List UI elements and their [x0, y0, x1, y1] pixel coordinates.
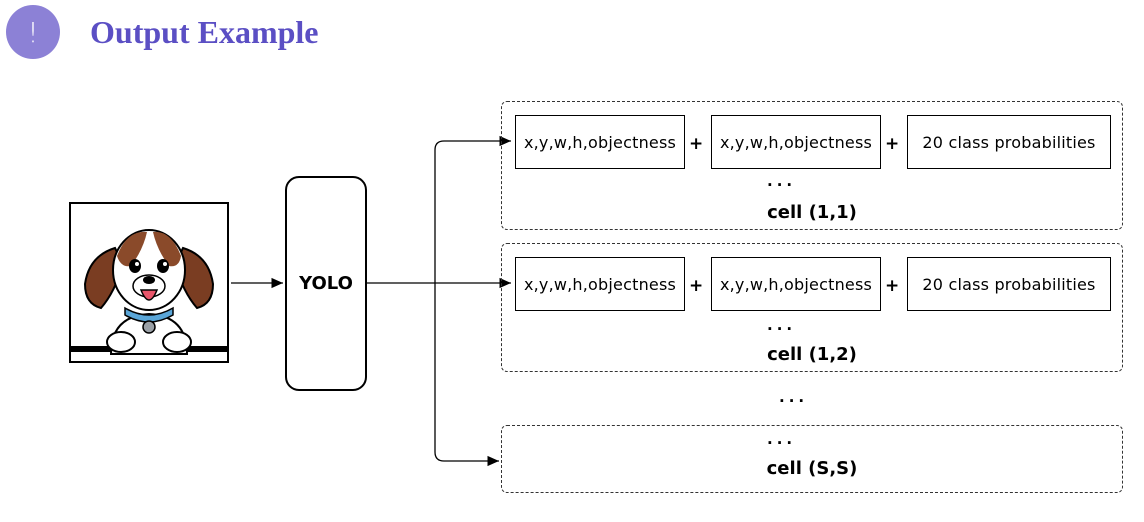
ellipsis: ... — [767, 316, 797, 334]
header: ! Output Example — [6, 5, 319, 59]
cell-label: cell (S,S) — [766, 458, 858, 479]
ellipsis: ... — [767, 172, 797, 190]
ellipsis: ... — [767, 430, 797, 448]
plus-sign: + — [885, 276, 900, 296]
bbox-prediction-2: x,y,w,h,objectness — [711, 257, 881, 311]
cell-group-1-2: x,y,w,h,objectness + x,y,w,h,objectness … — [501, 243, 1123, 372]
page-title: Output Example — [90, 13, 319, 50]
bbox-prediction-1: x,y,w,h,objectness — [515, 257, 685, 311]
bbox-prediction-1: x,y,w,h,objectness — [515, 115, 685, 169]
class-probabilities-box: 20 class probabilities — [907, 115, 1111, 169]
exclamation-icon: ! — [6, 5, 60, 59]
input-image — [69, 202, 229, 363]
arrow-branch-to-cell-1-1 — [434, 135, 511, 283]
arrow-branch-to-cell-s-s — [434, 283, 499, 467]
cell-label: cell (1,2) — [767, 344, 857, 365]
ellipsis-between-cells: ... — [779, 388, 809, 406]
cell-label: cell (1,1) — [767, 202, 857, 223]
yolo-label: YOLO — [299, 273, 353, 294]
cell-group-1-1: x,y,w,h,objectness + x,y,w,h,objectness … — [501, 101, 1123, 230]
puppy-icon — [71, 229, 227, 355]
class-probabilities-box: 20 class probabilities — [907, 257, 1111, 311]
plus-sign: + — [885, 134, 900, 154]
plus-sign: + — [689, 134, 704, 154]
plus-sign: + — [689, 276, 704, 296]
cell-group-s-s: ... cell (S,S) — [501, 425, 1123, 493]
bbox-prediction-2: x,y,w,h,objectness — [711, 115, 881, 169]
yolo-model-box: YOLO — [285, 176, 367, 391]
